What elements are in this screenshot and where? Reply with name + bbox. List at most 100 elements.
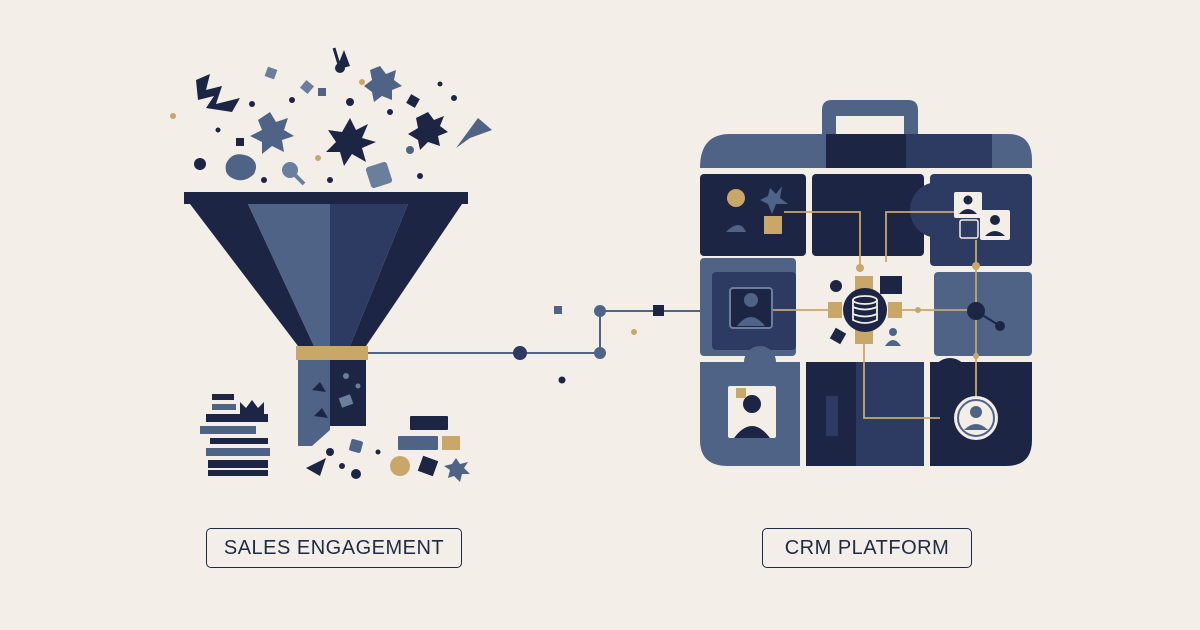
stack-bar: [410, 416, 448, 430]
person-body: [734, 426, 770, 438]
crm-platform-label: CRM PLATFORM: [762, 528, 972, 568]
person-body: [964, 424, 988, 430]
dot-shape: [351, 469, 361, 479]
avatar-frame: [729, 287, 773, 329]
person-icon: [885, 328, 901, 346]
dot-shape: [359, 79, 365, 85]
hub-connector: [855, 276, 873, 290]
stack-bar: [206, 448, 270, 456]
connector-nodes: [513, 305, 664, 384]
network-node-icon: [513, 346, 527, 360]
funnel-cone-midright: [330, 204, 408, 346]
star-burst-icon: [326, 118, 376, 166]
dot-shape: [249, 101, 255, 107]
chunk-shape: [417, 455, 439, 477]
stack-bar: [212, 404, 236, 410]
funnel-icon: [184, 192, 468, 446]
crm-tile: [856, 362, 924, 466]
spout-dot: [355, 383, 361, 389]
dot-shape: [387, 109, 393, 115]
spout-chip: [314, 408, 328, 418]
profile-square: [764, 216, 782, 234]
chunk-shape: [236, 138, 244, 146]
profile-dot: [727, 189, 745, 207]
star-burst-icon: [444, 458, 470, 482]
person-icon: [729, 287, 773, 329]
network-node-icon: [594, 347, 606, 359]
network-node-icon: [856, 264, 864, 272]
network-node-icon: [972, 262, 980, 270]
person-body: [959, 209, 977, 214]
integration-connector: [368, 310, 700, 354]
database-body: [852, 300, 878, 324]
dot-shape: [261, 177, 267, 183]
pin-stem: [288, 168, 306, 186]
network-node-icon: [594, 305, 606, 317]
network-node-icon: [973, 353, 979, 359]
person-body: [737, 317, 765, 326]
star-burst-icon: [408, 112, 448, 150]
circuit-line: [784, 211, 861, 268]
stack-bar: [208, 470, 268, 476]
hub-connector: [888, 302, 902, 318]
dot-shape: [194, 158, 206, 170]
pin-stem: [332, 47, 342, 69]
dot-shape: [215, 127, 221, 133]
star-burst-icon: [760, 186, 788, 214]
chunk-shape: [442, 436, 460, 450]
person-head: [889, 328, 897, 336]
chunk-shape: [406, 94, 420, 108]
dot-shape: [406, 146, 414, 154]
dot-shape: [326, 448, 334, 456]
dot-shape: [315, 155, 321, 161]
star-burst-icon: [250, 112, 294, 154]
chunk-shape: [264, 66, 278, 80]
stack-bar: [210, 438, 268, 444]
dot-shape: [390, 456, 410, 476]
dot-shape: [327, 177, 333, 183]
person-head: [743, 395, 761, 413]
person-body: [885, 340, 901, 346]
avatar-ring-inner: [957, 399, 995, 437]
funnel-cone-right: [350, 204, 462, 346]
briefcase-lid-mid: [826, 134, 906, 168]
database-icon: [852, 295, 878, 324]
circuit-line: [885, 211, 968, 262]
chunk-shape: [318, 88, 326, 96]
circuit-line: [863, 338, 940, 419]
crm-tile: [700, 174, 806, 256]
briefcase-icon: [700, 100, 1032, 466]
connector-square: [653, 305, 664, 316]
zigzag-shape: [196, 74, 240, 112]
spout-dot: [343, 373, 349, 379]
contacts-icon: [954, 192, 1010, 240]
person-icon: [954, 396, 998, 440]
contact-card: [954, 192, 982, 218]
network-node-icon: [995, 321, 1005, 331]
contact-card: [959, 219, 979, 239]
scattered-leads: [170, 47, 492, 189]
dot-shape: [170, 113, 176, 119]
crown-icon: [240, 400, 264, 416]
hub-chip: [829, 327, 847, 345]
chunk-shape: [349, 439, 363, 453]
chunk-shape: [299, 79, 315, 95]
crm-tile-blob: [932, 358, 968, 394]
dot-shape: [451, 95, 457, 101]
funnel-rim: [184, 192, 468, 204]
person-head: [970, 406, 982, 418]
triangle-shape: [306, 458, 326, 476]
person-head: [744, 293, 758, 307]
funnel-gold-band: [296, 346, 368, 360]
dot-shape: [417, 173, 423, 179]
profile-shape: [726, 225, 746, 232]
crm-bar: [826, 396, 838, 436]
stack-bar: [398, 436, 438, 450]
circuit-lines: [760, 211, 977, 419]
sales-engagement-label: SALES ENGAGEMENT: [206, 528, 462, 568]
dot-shape: [437, 81, 443, 87]
chunk-shape: [365, 161, 393, 189]
spout-chip: [312, 382, 326, 392]
